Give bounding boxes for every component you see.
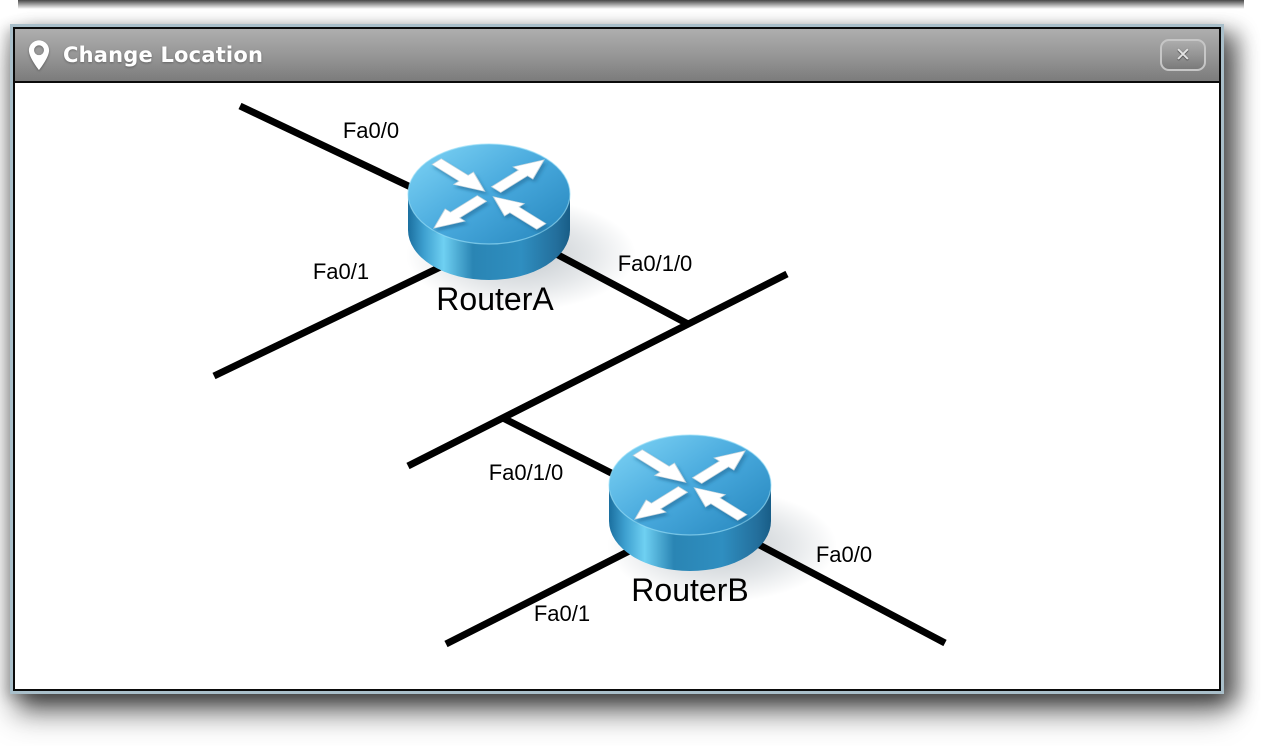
router-a-icon[interactable] [408,144,570,280]
topology-canvas: Fa0/0 Fa0/1 Fa0/1/0 RouterA Fa0/1/0 Fa0/… [15,83,1219,689]
routerb-fa0-1-0-label: Fa0/1/0 [489,460,564,485]
router-b-icon[interactable] [609,435,771,571]
close-button[interactable]: ✕ [1160,39,1206,71]
routera-fa0-0-label: Fa0/0 [343,118,399,143]
location-pin-icon [28,39,50,71]
dialog-titlebar[interactable]: Change Location ✕ [15,29,1219,83]
link-routerb-fa0-1 [444,540,645,648]
link-routera-fa0-1 [212,255,459,380]
segment-line [406,270,789,470]
close-x-icon: ✕ [1175,43,1191,66]
routerb-fa0-0-label: Fa0/0 [816,542,872,567]
routera-fa0-1-0-label: Fa0/1/0 [618,251,693,276]
dialog-title: Change Location [63,43,264,67]
router-a-name: RouterA [436,281,554,317]
link-routerb-fa0-1-0 [501,414,629,485]
router-b-name: RouterB [631,572,748,608]
link-routera-fa0-1-0 [543,244,690,328]
routerb-fa0-1-label: Fa0/1 [534,601,590,626]
link-routera-fa0-0 [238,102,421,195]
dialog-frame: Change Location ✕ [13,27,1221,691]
top-edge-shadow [18,0,1244,9]
link-routerb-fa0-0 [750,537,947,647]
routera-fa0-1-label: Fa0/1 [313,259,369,284]
change-location-dialog: Change Location ✕ [10,24,1224,694]
network-diagram: Fa0/0 Fa0/1 Fa0/1/0 RouterA Fa0/1/0 Fa0/… [212,102,947,648]
